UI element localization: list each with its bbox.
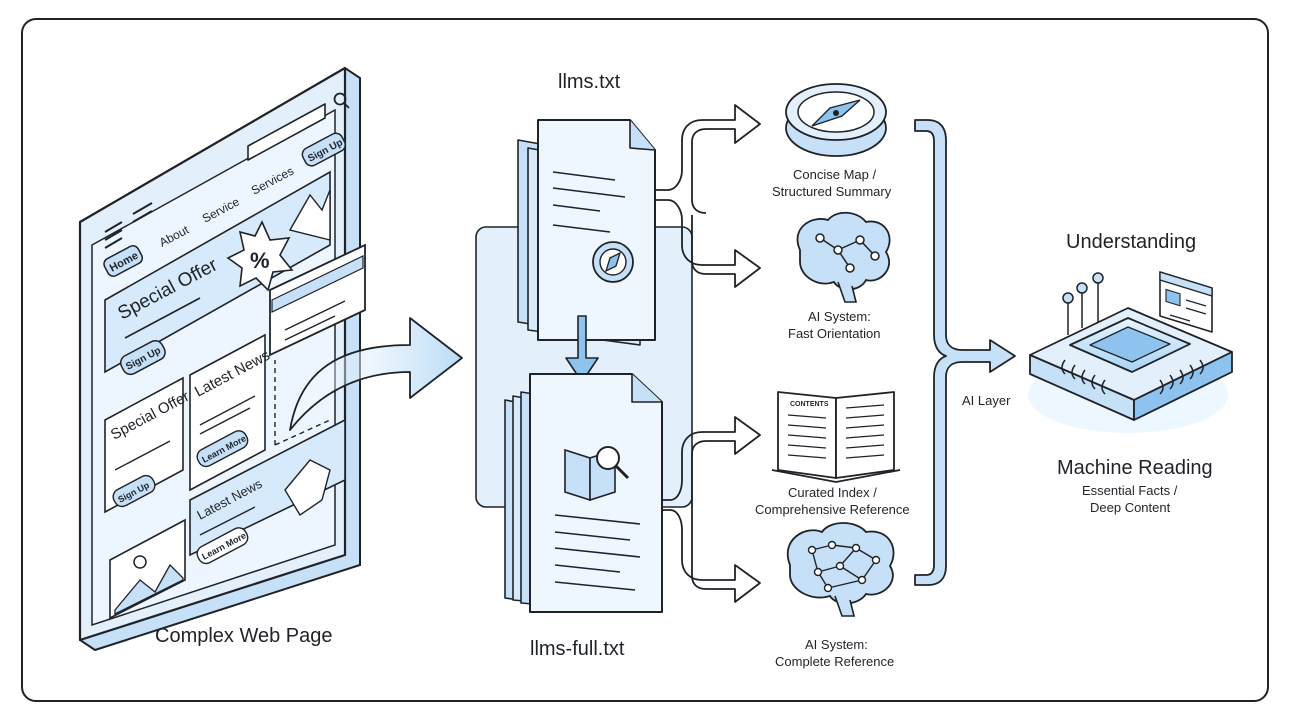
open-book-icon: CONTENTS [771, 391, 901, 483]
output-complete-line2: Complete Reference [775, 654, 894, 669]
output-map-line1: Concise Map / [793, 167, 876, 182]
llms-txt-label: llms.txt [558, 71, 621, 93]
llms-full-txt-label: llms-full.txt [530, 638, 625, 660]
image-placeholder-icon [109, 518, 186, 620]
output-fast-line2: Fast Orientation [788, 326, 881, 341]
result-top-label: Understanding [1066, 231, 1196, 253]
svg-text:CONTENTS: CONTENTS [790, 401, 829, 408]
output-fast-line1: AI System: [808, 309, 871, 324]
window-icon [1159, 271, 1213, 333]
result-sub1: Essential Facts / [1082, 483, 1178, 498]
menu-icon [104, 202, 153, 249]
branch-arrows-top [655, 104, 761, 288]
web-page-label: Complex Web Page [155, 625, 333, 647]
llms-full-txt-document-icon [504, 373, 663, 613]
output-index-line1: Curated Index / [788, 485, 877, 500]
ai-layer-bracket [914, 119, 1016, 586]
compass-icon [592, 241, 634, 283]
result-sub2: Deep Content [1090, 500, 1171, 515]
search-icon [333, 92, 350, 109]
chip-icon [1028, 271, 1233, 433]
percent-badge: % [226, 220, 294, 292]
ai-layer-label: AI Layer [962, 393, 1011, 408]
brain-network-icon [787, 522, 895, 617]
output-complete-line1: AI System: [805, 637, 868, 652]
compass-icon [785, 83, 887, 157]
brain-icon [796, 211, 891, 303]
complex-web-page: Home About Service Services Sign Up Spec… [78, 66, 366, 652]
branch-arrows-bottom [662, 416, 761, 603]
result-bottom-label: Machine Reading [1057, 457, 1213, 479]
output-index-line2: Comprehensive Reference [755, 502, 910, 517]
flow-arrow-web-to-files [289, 317, 463, 431]
output-map-line2: Structured Summary [772, 184, 892, 199]
svg-text:%: % [250, 248, 270, 273]
llms-txt-document-icon [517, 119, 656, 346]
arrow-llms-to-full [565, 315, 599, 383]
web-search-bar [247, 103, 326, 161]
book-search-icon [564, 446, 630, 502]
